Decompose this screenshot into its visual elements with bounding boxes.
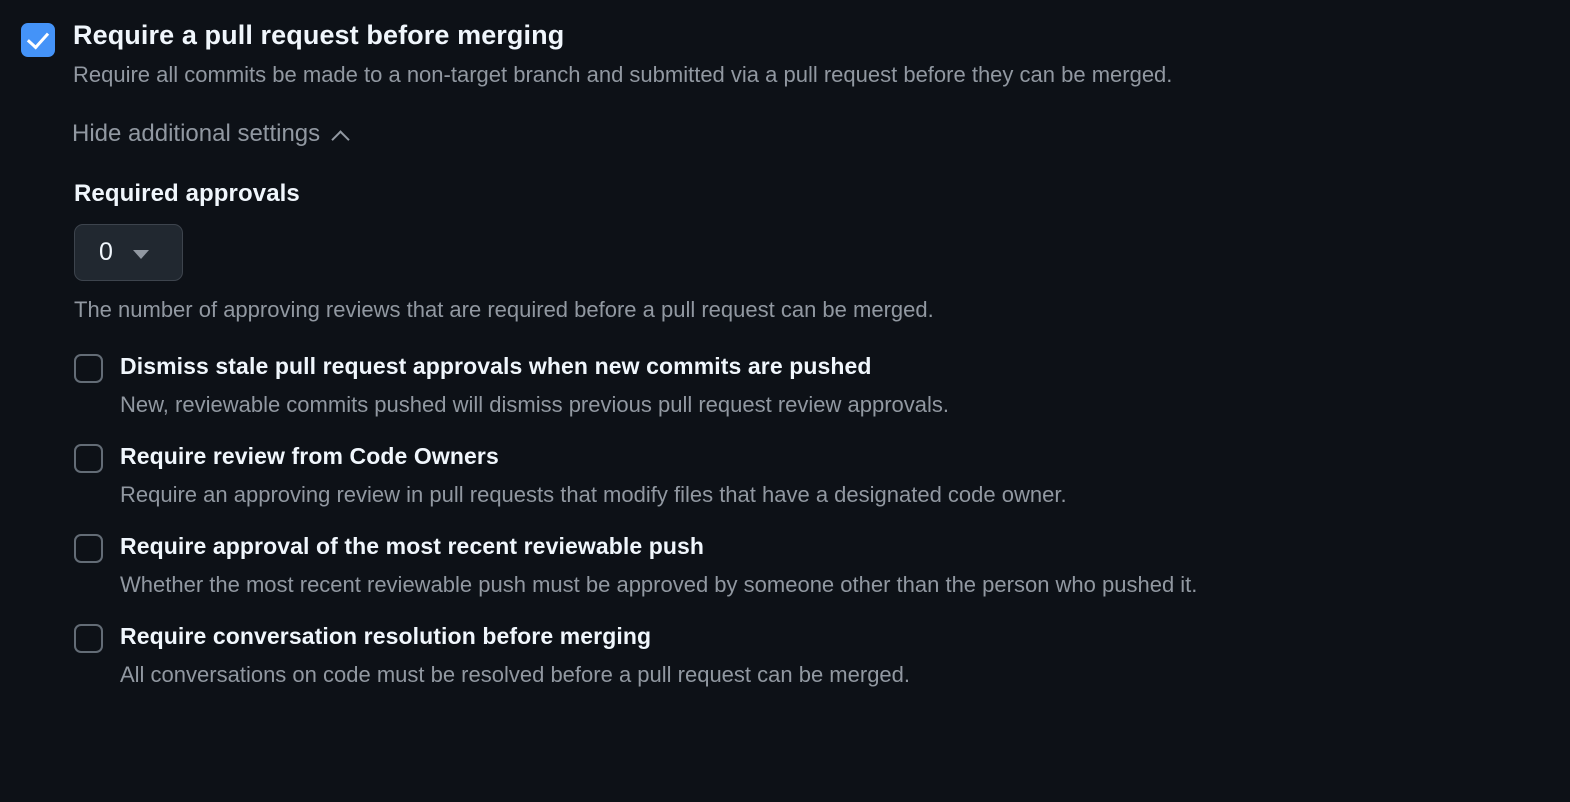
additional-settings-group: Required approvals 0 The number of appro… (74, 179, 1570, 690)
require-pull-request-text: Require a pull request before merging Re… (73, 18, 1172, 90)
required-approvals-value: 0 (99, 238, 113, 266)
required-approvals-heading: Required approvals (74, 180, 300, 207)
require-conversation-resolution-option: Require conversation resolution before m… (74, 621, 1570, 690)
require-conversation-resolution-text: Require conversation resolution before m… (120, 621, 910, 690)
require-recent-push-approval-option: Require approval of the most recent revi… (74, 531, 1570, 600)
require-recent-push-approval-description: Whether the most recent reviewable push … (120, 572, 1198, 597)
hide-additional-settings-toggle[interactable]: Hide additional settings (72, 119, 350, 149)
require-code-owners-option: Require review from Code Owners Require … (74, 441, 1570, 510)
require-conversation-resolution-title: Require conversation resolution before m… (120, 623, 652, 649)
chevron-up-icon (333, 129, 350, 146)
require-recent-push-approval-checkbox[interactable] (74, 534, 103, 563)
required-approvals-select[interactable]: 0 (74, 224, 183, 281)
dismiss-stale-approvals-checkbox[interactable] (74, 354, 103, 383)
dismiss-stale-approvals-description: New, reviewable commits pushed will dism… (120, 392, 950, 417)
hide-additional-settings-label: Hide additional settings (72, 120, 321, 147)
required-approvals-description: The number of approving reviews that are… (74, 297, 934, 322)
require-pull-request-title: Require a pull request before merging (73, 20, 565, 50)
dismiss-stale-approvals-text: Dismiss stale pull request approvals whe… (120, 351, 949, 420)
dismiss-stale-approvals-title: Dismiss stale pull request approvals whe… (120, 353, 872, 379)
require-code-owners-text: Require review from Code Owners Require … (120, 441, 1067, 510)
dismiss-stale-approvals-option: Dismiss stale pull request approvals whe… (74, 351, 1570, 420)
chevron-down-icon (132, 250, 149, 259)
require-conversation-resolution-description: All conversations on code must be resolv… (120, 662, 911, 687)
require-recent-push-approval-title: Require approval of the most recent revi… (120, 533, 705, 559)
require-pull-request-setting: Require a pull request before merging Re… (0, 18, 1570, 90)
require-code-owners-title: Require review from Code Owners (120, 443, 499, 469)
require-pull-request-description: Require all commits be made to a non-tar… (73, 62, 1173, 87)
require-conversation-resolution-checkbox[interactable] (74, 624, 103, 653)
require-code-owners-description: Require an approving review in pull requ… (120, 482, 1067, 507)
require-recent-push-approval-text: Require approval of the most recent revi… (120, 531, 1197, 600)
require-code-owners-checkbox[interactable] (74, 444, 103, 473)
additional-options-list: Dismiss stale pull request approvals whe… (74, 351, 1570, 690)
require-pull-request-checkbox[interactable] (21, 23, 55, 57)
